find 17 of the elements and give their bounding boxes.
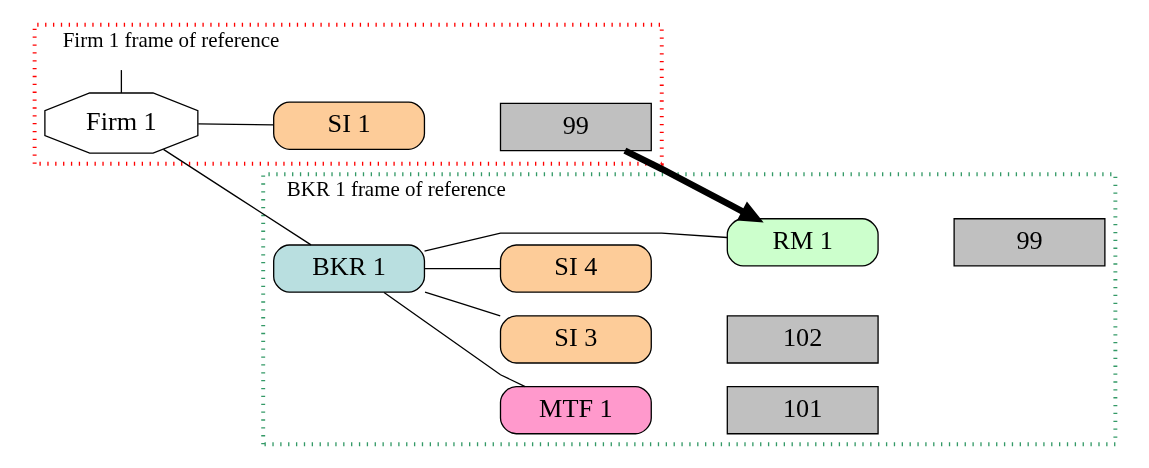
node-box: SI 4 [499, 243, 652, 293]
node-box: RM 1 [726, 217, 879, 267]
node-box: SI 1 [272, 100, 425, 150]
node-box: 99 [499, 102, 652, 151]
connector [197, 122, 274, 125]
node-box: 101 [726, 385, 879, 434]
node-box: 102 [726, 314, 879, 364]
node-box: BKR 1 [272, 243, 425, 293]
node-box: MTF 1 [499, 385, 652, 434]
connector [423, 232, 728, 252]
connector [382, 291, 526, 387]
node-box: SI 3 [499, 314, 652, 364]
connector [423, 267, 501, 269]
connector [120, 68, 122, 94]
node-box: 99 [952, 217, 1106, 267]
arrow [622, 147, 764, 223]
connector [423, 291, 501, 317]
